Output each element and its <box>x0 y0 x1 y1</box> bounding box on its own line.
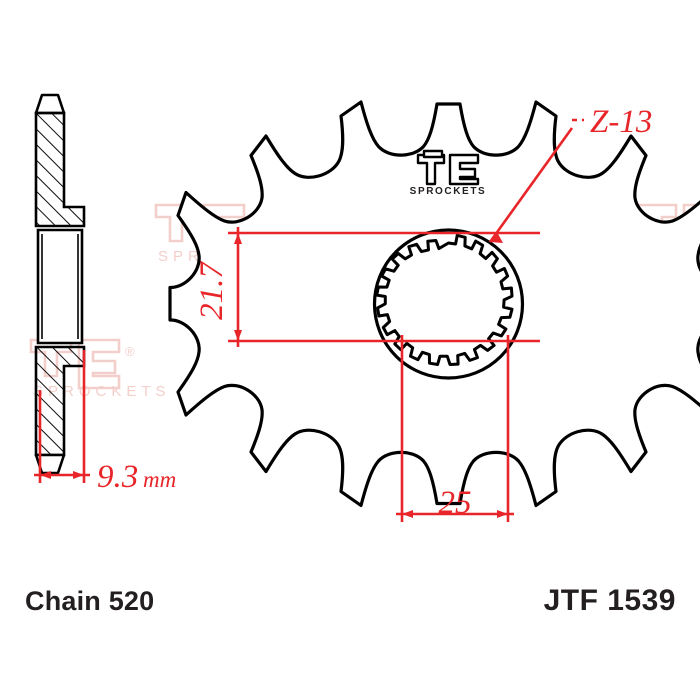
leader-arrow-spline <box>490 232 503 243</box>
dimension-layer <box>34 118 584 522</box>
dimension-label-bore-height: 21.7 <box>194 261 230 320</box>
section-upper-body <box>34 111 86 228</box>
leader-line-spline <box>488 127 574 243</box>
callout-leader-spline <box>488 118 584 243</box>
dimension-thickness <box>34 350 90 483</box>
dimension-bore-width <box>396 335 514 522</box>
part-number-label: JTF 1539 <box>543 584 676 617</box>
dimension-label-thickness-value: 9.3 <box>97 459 138 495</box>
section-view <box>34 93 86 475</box>
section-top-tooth-tip <box>34 93 66 115</box>
section-bore-wall <box>36 228 84 345</box>
arrow-width-left <box>402 510 413 518</box>
chain-label: Chain 520 <box>25 586 155 616</box>
dimension-label-bore-width: 25 <box>439 485 472 521</box>
section-lower-body <box>34 345 86 457</box>
jt-sprockets-wordmark: SPROCKETS <box>410 186 487 197</box>
dimension-label-thickness-unit: mm <box>143 467 176 492</box>
arrow-height-top <box>234 233 242 244</box>
dimension-bore-height <box>228 227 540 347</box>
callout-label-spline: Z-13 <box>590 104 652 140</box>
arrow-height-bottom <box>234 330 242 341</box>
splined-bore <box>375 233 514 366</box>
arrow-width-right <box>497 510 508 518</box>
jt-sprockets-logo: SPROCKETS <box>410 149 487 197</box>
arrow-thickness-left <box>40 471 51 479</box>
arrow-thickness-right <box>73 471 84 479</box>
